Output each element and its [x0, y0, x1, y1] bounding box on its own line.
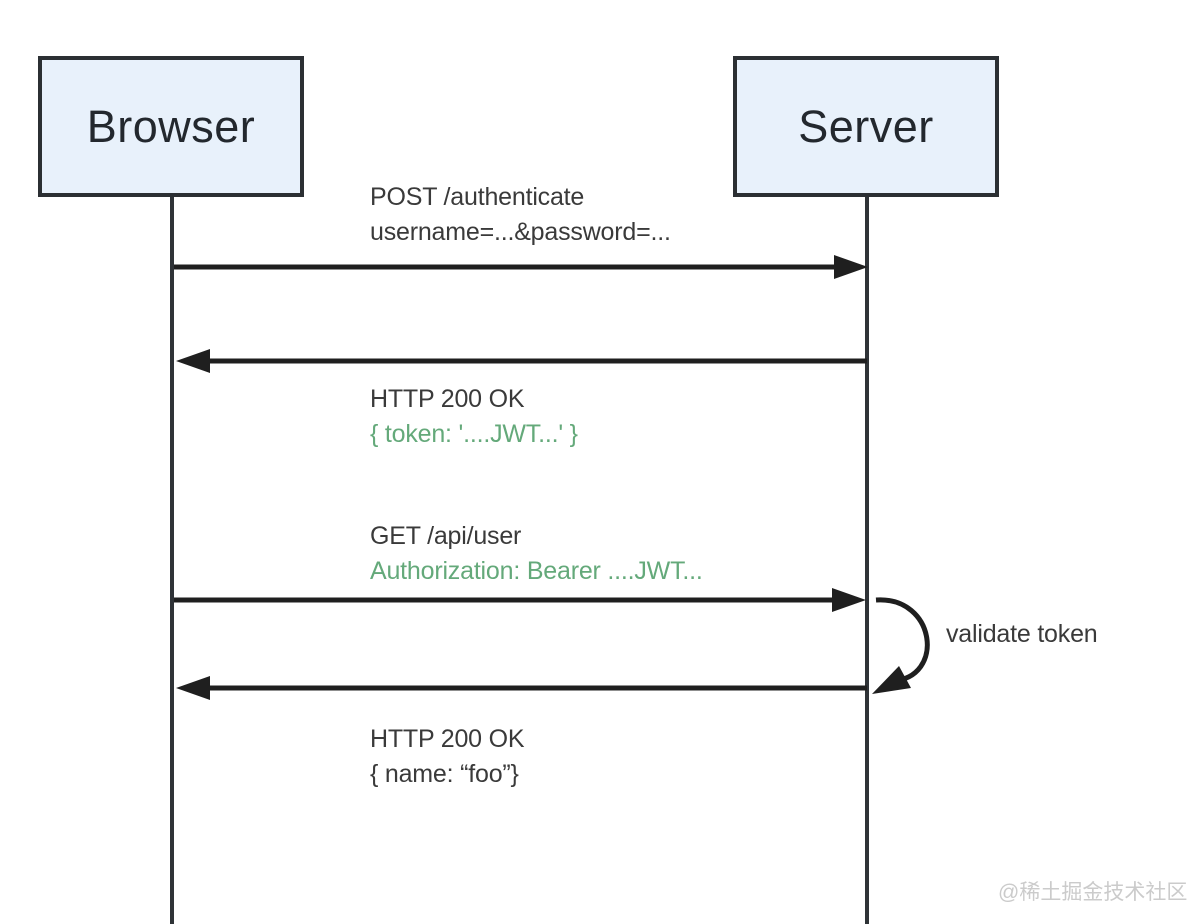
- validate-token-label: validate token: [946, 620, 1098, 648]
- message-line-body: { name: “foo”}: [370, 760, 519, 788]
- arrowhead-right-icon: [832, 588, 866, 612]
- message-line-request: POST /authenticate: [370, 183, 585, 211]
- validate-token-loop: [872, 597, 930, 694]
- arrowhead-left-icon: [176, 349, 210, 373]
- arrowhead-loop-icon: [872, 666, 911, 694]
- arrow-user-response: [176, 676, 867, 700]
- message-line-params: username=...&password=...: [370, 218, 671, 246]
- actor-box-server: Server: [733, 56, 999, 197]
- message-token-response: HTTP 200 OK { token: '....JWT...' }: [370, 382, 578, 452]
- message-line-status: HTTP 200 OK: [370, 385, 525, 413]
- actor-label-browser: Browser: [86, 100, 256, 152]
- message-line-status: HTTP 200 OK: [370, 725, 525, 753]
- arrow-post-authenticate: [174, 255, 868, 279]
- watermark: @稀土掘金技术社区: [998, 881, 1188, 904]
- arrowhead-right-icon: [834, 255, 868, 279]
- arrowhead-left-icon: [176, 676, 210, 700]
- arrow-token-response: [176, 349, 867, 373]
- message-line-request: GET /api/user: [370, 522, 522, 550]
- message-post-authenticate: POST /authenticate username=...&password…: [370, 180, 671, 250]
- message-line-authorization: Authorization: Bearer ....JWT...: [370, 557, 703, 585]
- message-get-api-user: GET /api/user Authorization: Bearer ....…: [370, 519, 703, 589]
- message-user-response: HTTP 200 OK { name: “foo”}: [370, 722, 525, 792]
- actor-label-server: Server: [798, 100, 934, 152]
- message-line-token: { token: '....JWT...' }: [370, 420, 578, 448]
- actor-box-browser: Browser: [38, 56, 304, 197]
- arrow-get-api-user: [174, 588, 866, 612]
